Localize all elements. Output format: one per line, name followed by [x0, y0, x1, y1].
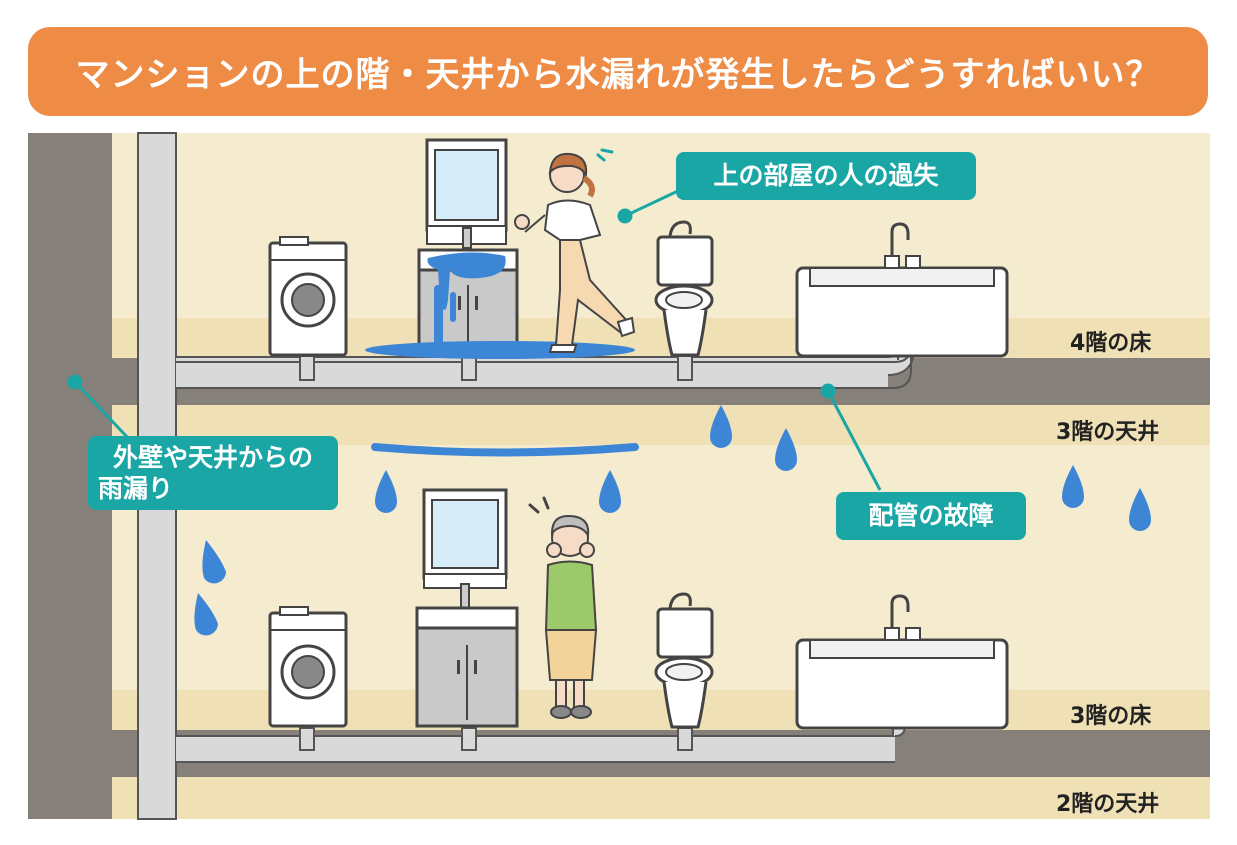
label-floor3: 3階の床: [1070, 704, 1152, 729]
water-drops: [194, 405, 1151, 636]
water-drop: [710, 405, 732, 448]
water-drop: [599, 470, 621, 513]
callout-upper-person-text: 上の部屋の人の過失: [713, 161, 939, 191]
upper-bathtub: [795, 222, 1009, 358]
upper-washing-machine: [268, 236, 348, 357]
lower-vanity: [415, 488, 519, 728]
ceiling2-band: [110, 777, 1210, 819]
leader-dot-upper-person: [617, 208, 633, 224]
leader-dot-wall-rain: [67, 374, 83, 390]
water-drop: [1062, 465, 1084, 508]
leader-dot-pipe: [820, 383, 836, 399]
water-drop: [1129, 488, 1151, 531]
leader-pipe: [826, 390, 882, 491]
callout-wall-rain: 外壁や天井からの 雨漏り: [88, 436, 338, 510]
label-floor4: 4階の床: [1070, 331, 1152, 356]
callout-pipe-text: 配管の故障: [868, 501, 994, 531]
upper-vanity: [417, 138, 519, 357]
lower-drain-pipe: [176, 711, 906, 763]
lower-toilet: [654, 592, 714, 729]
callout-wall-rain-line1: 外壁や天井からの: [112, 442, 313, 472]
leader-wall-rain: [73, 380, 132, 442]
lower-bathtub: [795, 594, 1009, 730]
page-title: マンションの上の階・天井から水漏れが発生したらどうすればいい？: [75, 55, 1161, 95]
water-drop: [202, 540, 226, 584]
lower-elderly-woman: [528, 496, 598, 719]
lower-washing-machine: [268, 606, 348, 728]
label-ceiling3: 3階の天井: [1056, 420, 1160, 445]
leader-upper-person: [624, 188, 681, 218]
water-drop: [375, 470, 397, 513]
callout-wall-rain-line2: 雨漏り: [98, 474, 174, 503]
callout-pipe: 配管の故障: [836, 492, 1026, 540]
callout-upper-person: 上の部屋の人の過失: [676, 152, 976, 200]
water-drop: [775, 428, 797, 471]
title-banner: マンションの上の階・天井から水漏れが発生したらどうすればいい？: [28, 27, 1208, 116]
ceiling-stain: [371, 443, 639, 457]
callout-leaders: [67, 188, 882, 491]
label-ceiling2: 2階の天井: [1056, 792, 1160, 817]
upper-woman: [514, 148, 636, 353]
upper-toilet: [654, 220, 714, 357]
water-drop: [194, 593, 218, 636]
